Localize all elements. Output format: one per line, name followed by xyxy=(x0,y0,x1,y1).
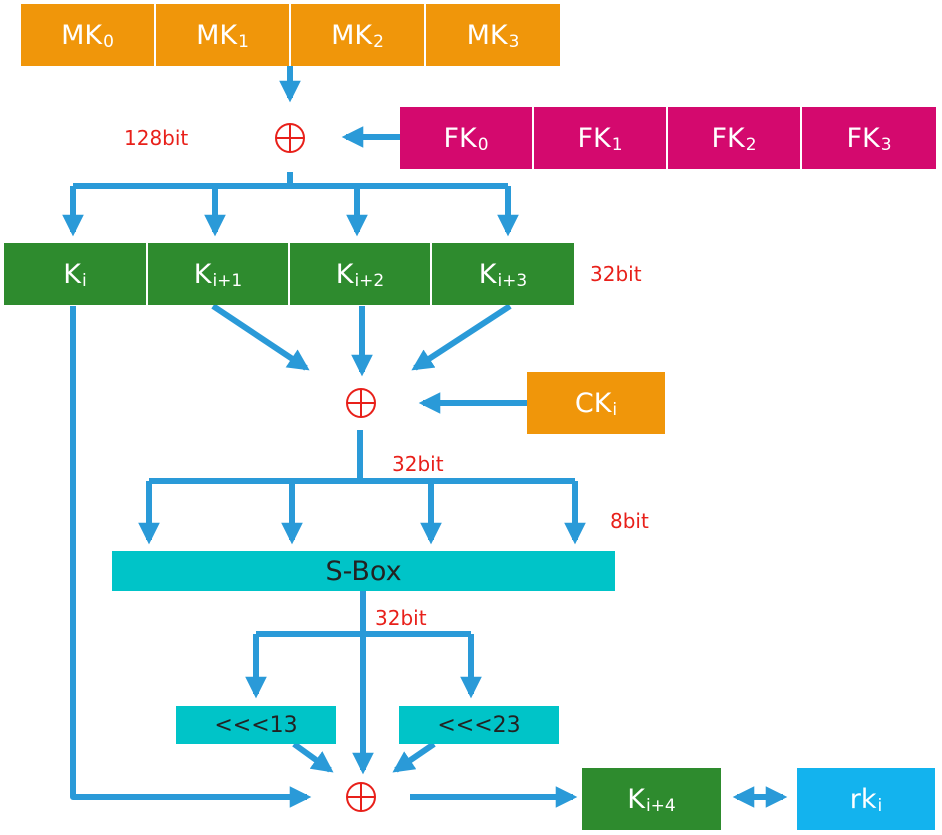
k-word-3-label: K xyxy=(478,258,497,290)
mk-word-3-label: MK xyxy=(466,19,508,51)
xor-symbol-1 xyxy=(275,123,305,153)
k-next-word-label: K xyxy=(627,783,645,815)
k-word-1-subscript: i+1 xyxy=(212,271,243,291)
sbox: S-Box xyxy=(112,551,615,591)
sbox-label: S-Box xyxy=(325,555,402,587)
fk-word-2-label: FK xyxy=(711,122,745,154)
label-32bit-k: 32bit xyxy=(590,262,642,286)
arrow-rot13-to-xor3 xyxy=(292,741,334,773)
fk-word-0-subscript: 0 xyxy=(477,135,489,155)
line-xor2-split xyxy=(149,430,575,484)
arrow-rot23-to-xor3 xyxy=(392,741,436,773)
k-word-0-label: K xyxy=(63,258,81,290)
label-128bit: 128bit xyxy=(124,126,189,150)
mk-word-1-subscript: 1 xyxy=(238,32,249,52)
mk-word-0-subscript: 0 xyxy=(103,32,114,52)
arrow-k1-to-xor2 xyxy=(211,303,310,371)
k-word-1-label: K xyxy=(193,258,212,290)
xor-symbol-3 xyxy=(346,782,376,812)
rotate-13-box: <<<13 xyxy=(176,706,336,744)
mk-word-2-label: MK xyxy=(331,19,373,51)
rotate-23-label: <<<23 xyxy=(437,712,521,738)
label-32bit-sbox: 32bit xyxy=(375,606,427,630)
k-next-word-subscript: i+4 xyxy=(645,796,676,816)
ck-constant-subscript: i xyxy=(612,400,618,420)
round-key-subscript: i xyxy=(877,796,883,816)
round-key-label: rk xyxy=(849,783,877,815)
fk-word-0-label: FK xyxy=(443,122,477,154)
k-word-0-subscript: i xyxy=(81,271,87,291)
ck-constant-label: CK xyxy=(574,387,612,419)
mk-word-1-label: MK xyxy=(196,19,238,51)
mk-word-2-subscript: 2 xyxy=(373,32,384,52)
k-word-2-subscript: i+2 xyxy=(354,271,385,291)
fk-word-2-subscript: 2 xyxy=(745,135,757,155)
label-32bit-ck: 32bit xyxy=(392,452,444,476)
fk-word-1-subscript: 1 xyxy=(611,135,623,155)
mk-word-0-label: MK xyxy=(61,19,103,51)
label-8bit: 8bit xyxy=(610,509,649,533)
rotate-23-box: <<<23 xyxy=(399,706,559,744)
rotate-13-label: <<<13 xyxy=(214,712,298,738)
line-xor-split xyxy=(73,172,508,189)
k-word-3-subscript: i+3 xyxy=(497,271,528,291)
fk-word-1-label: FK xyxy=(577,122,611,154)
arrow-k3-to-xor2 xyxy=(411,303,512,371)
fk-word-3-label: FK xyxy=(846,122,880,154)
arrow-ki-bypass xyxy=(70,306,312,808)
xor-symbol-2 xyxy=(346,388,376,418)
fk-word-3-subscript: 3 xyxy=(880,135,892,155)
k-word-2-label: K xyxy=(335,258,354,290)
mk-word-3-subscript: 3 xyxy=(508,32,520,52)
